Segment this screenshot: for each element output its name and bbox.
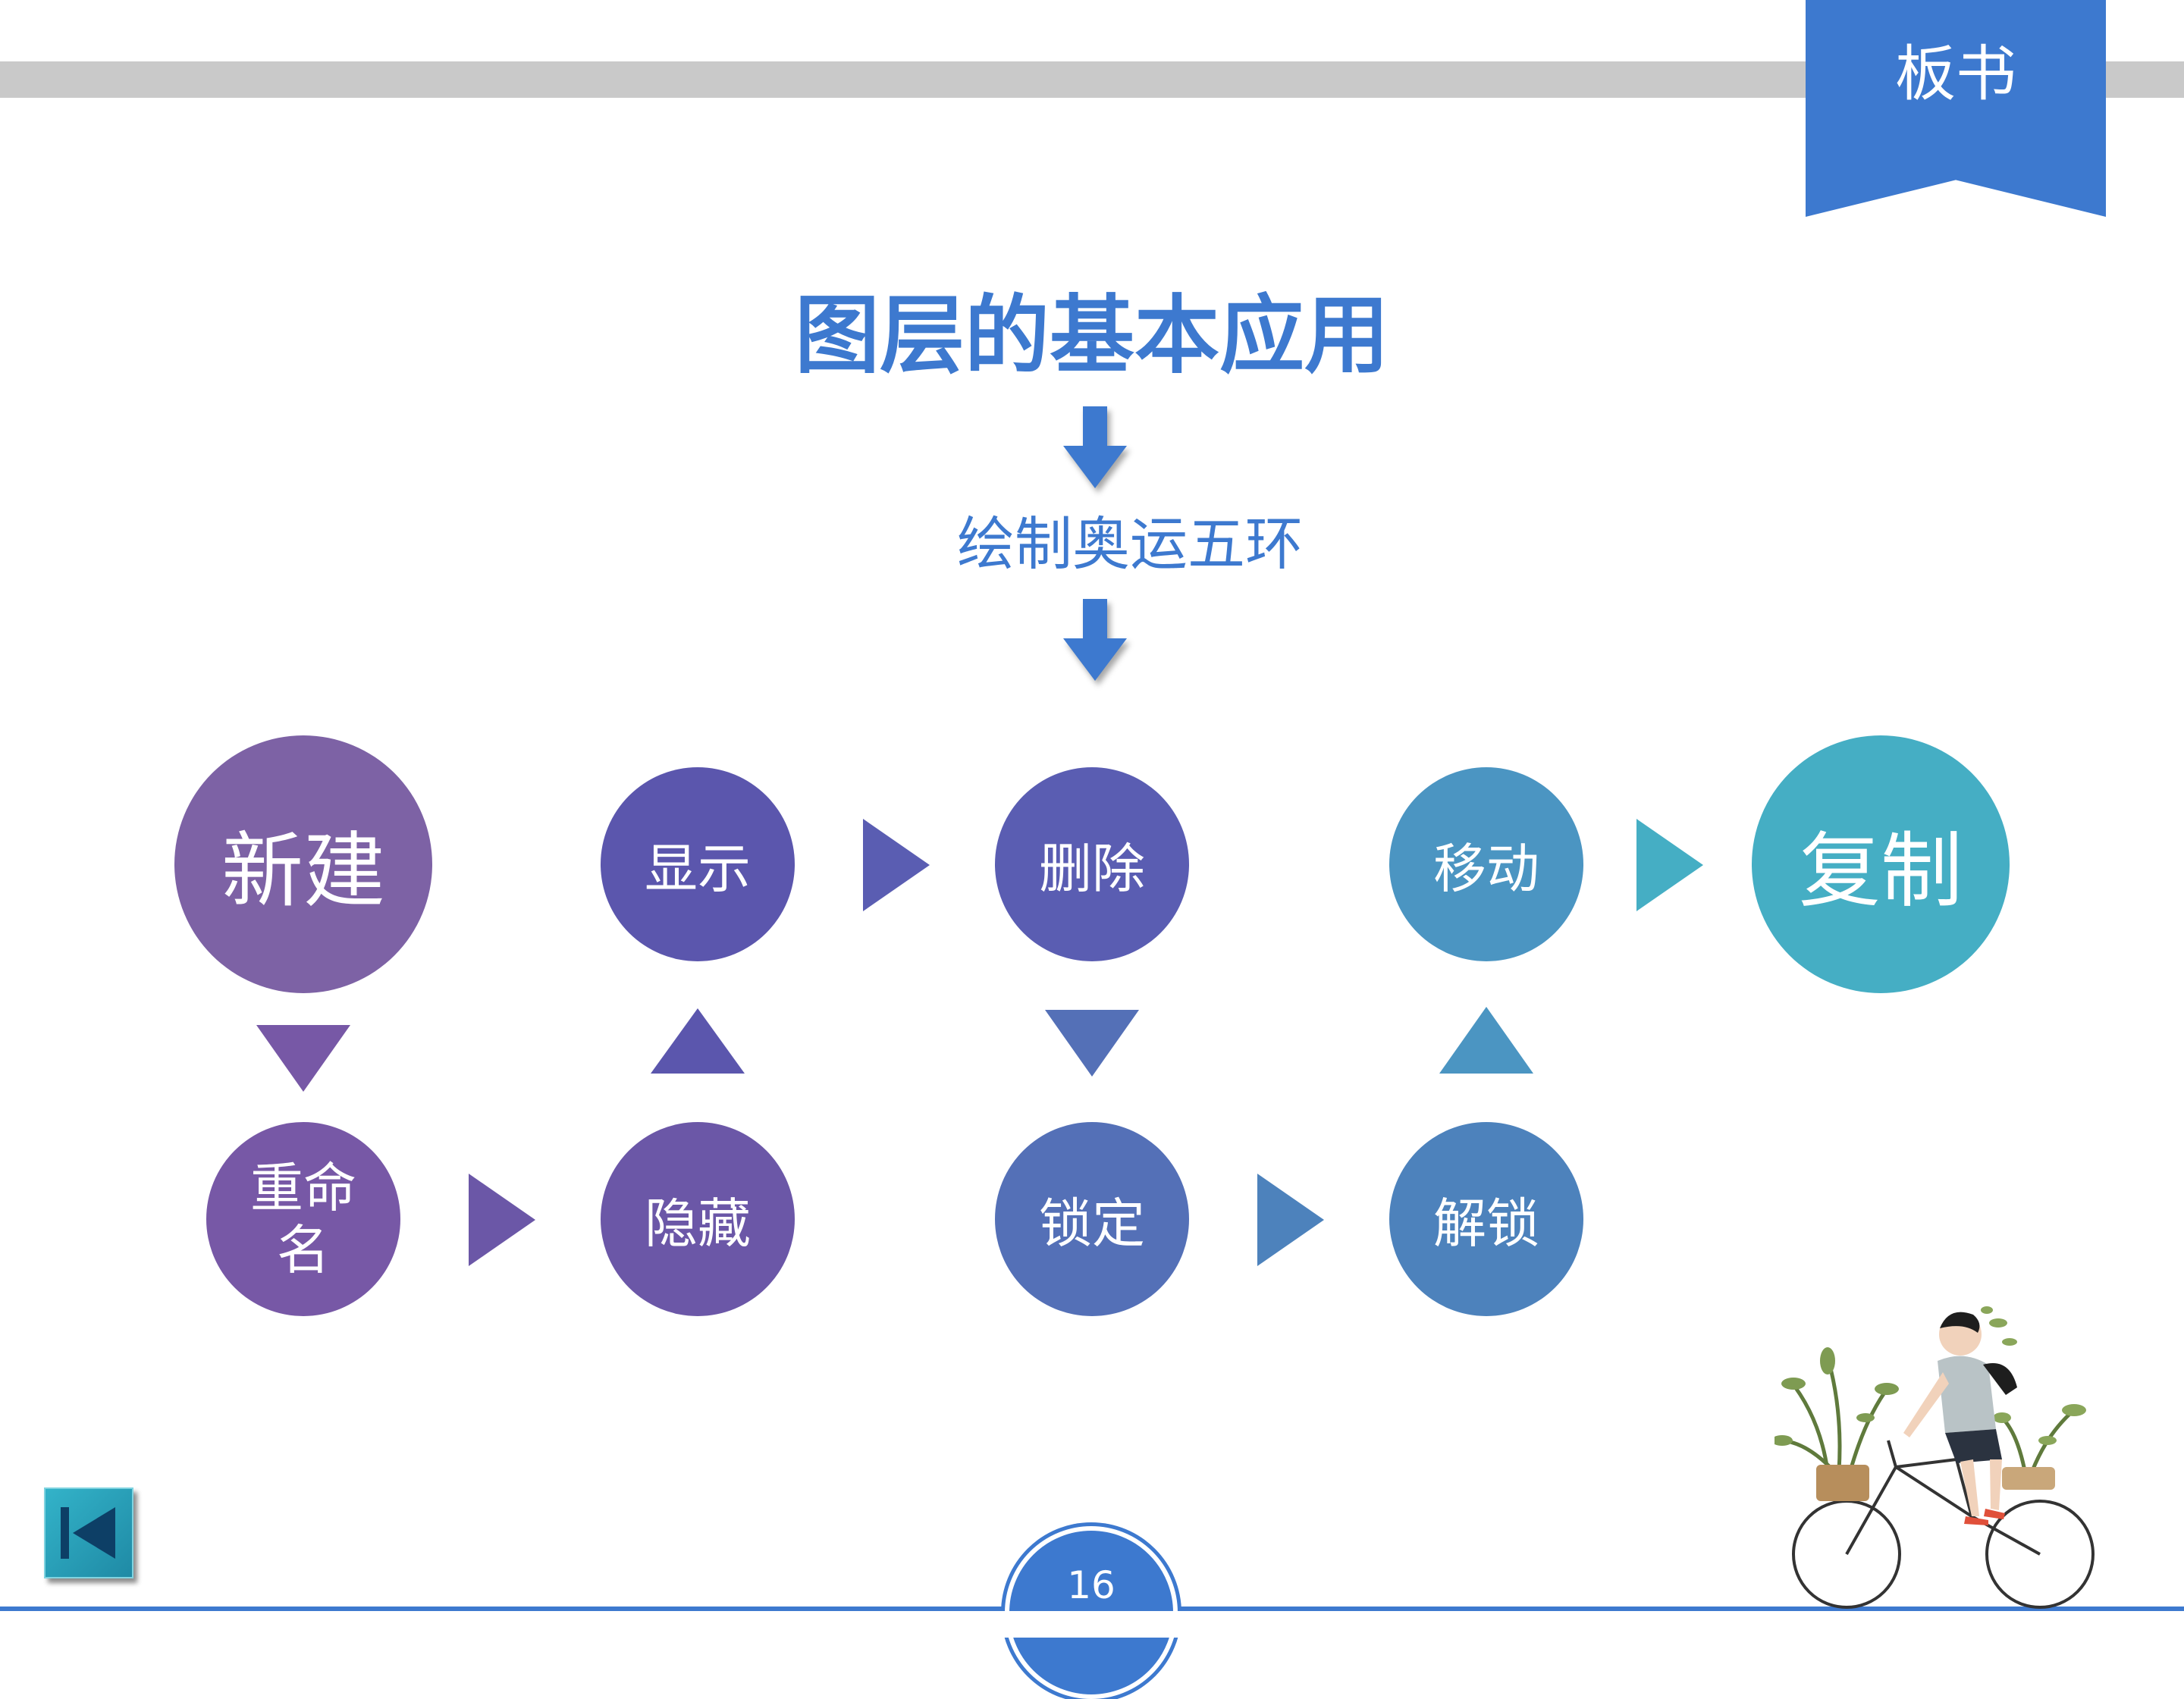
footer-cover (0, 1611, 2184, 1638)
node-unlock: 解锁 (1389, 1122, 1583, 1316)
skip-back-icon (61, 1507, 115, 1559)
node-copy-label: 复制 (1798, 824, 1963, 919)
node-hide-label: 隐藏 (645, 1192, 751, 1255)
node-show-label: 显示 (645, 837, 751, 900)
node-lock: 锁定 (995, 1122, 1189, 1316)
flow-arrow-up-icon (651, 1008, 745, 1074)
node-delete: 删除 (995, 767, 1189, 961)
node-move: 移动 (1389, 767, 1583, 961)
node-rename: 重命名 (206, 1122, 400, 1316)
flow-arrow-down-icon (256, 1025, 350, 1092)
flow-arrow-down-icon (1045, 1010, 1139, 1077)
page-number: 16 (1067, 1563, 1116, 1607)
node-copy: 复制 (1752, 735, 2010, 993)
node-new-label: 新建 (221, 824, 385, 919)
node-delete-label: 删除 (1039, 837, 1145, 900)
node-show: 显示 (601, 767, 795, 961)
down-arrow-icon (1063, 406, 1127, 488)
flow-arrow-up-icon (1439, 1007, 1533, 1074)
down-arrow-icon (1063, 599, 1127, 681)
cyclist-illustration (1774, 1306, 2095, 1609)
node-hide: 隐藏 (601, 1122, 795, 1316)
slide-title: 图层的基本应用 (795, 287, 1389, 385)
node-rename-label: 重命名 (250, 1157, 356, 1281)
node-lock-label: 锁定 (1039, 1192, 1145, 1255)
flow-arrow-right-icon (863, 819, 930, 911)
flow-arrow-right-icon (1257, 1174, 1324, 1266)
back-button[interactable] (44, 1487, 133, 1578)
node-unlock-label: 解锁 (1433, 1192, 1539, 1255)
node-move-label: 移动 (1433, 837, 1539, 900)
slide-subtitle: 绘制奥运五环 (957, 510, 1303, 578)
node-new: 新建 (174, 735, 432, 993)
flow-arrow-right-icon (469, 1174, 535, 1266)
flow-arrow-right-icon (1636, 819, 1703, 911)
section-tag: 板书 (1806, 0, 2106, 217)
section-tag-label: 板书 (1895, 39, 2016, 109)
